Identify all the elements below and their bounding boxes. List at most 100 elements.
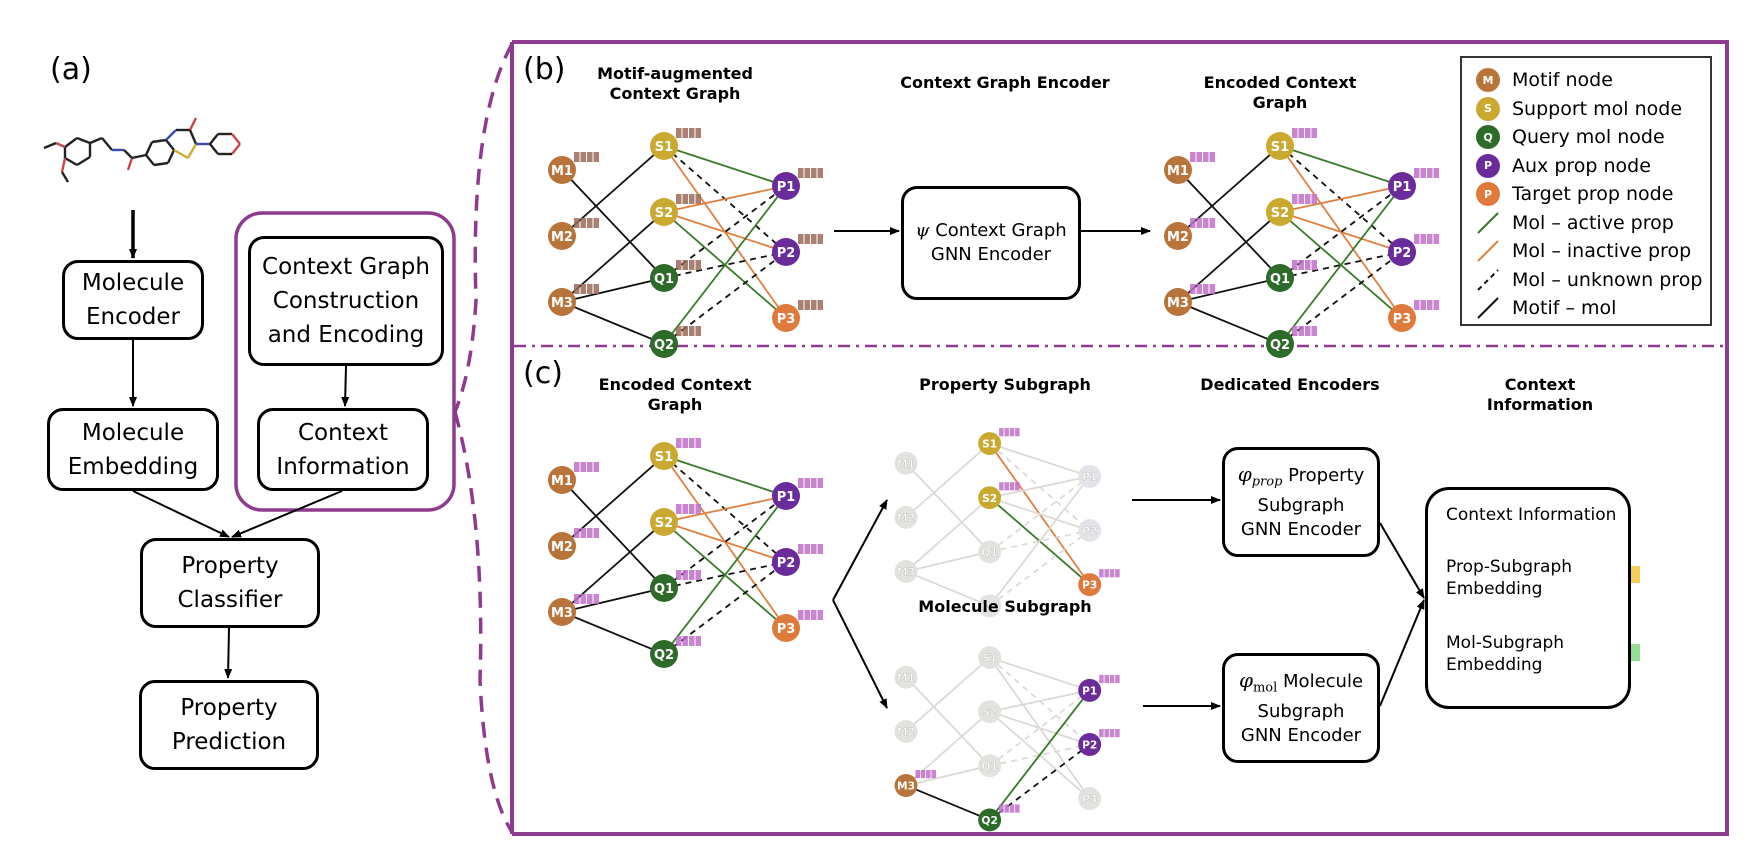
node-P1[interactable] [1078,464,1102,488]
embedding-cell [804,544,810,554]
embedding-cell [931,770,936,779]
node-M1[interactable] [894,451,918,475]
node-P2[interactable] [1388,238,1416,266]
legend-label: Support mol node [1512,97,1683,120]
molecule-embedding-box: Molecule Embedding [47,408,219,491]
node-S1[interactable] [978,432,1002,456]
node-M2[interactable] [548,532,576,560]
node-M3[interactable] [894,560,918,583]
node-M2[interactable] [548,222,576,250]
node-Q1[interactable] [978,754,1002,778]
node-S1[interactable] [1266,132,1294,160]
node-P1[interactable] [772,172,800,200]
legend-dot: P [1476,182,1500,206]
node-M2[interactable] [894,505,918,529]
embedding-cell [682,636,688,646]
embedding-cell [1115,674,1120,684]
node-M1[interactable] [1164,156,1192,184]
node-label-M1: M1 [897,457,915,470]
embedding-cell [689,636,695,646]
node-M1[interactable] [894,665,918,689]
legend-label: Aux prop node [1512,154,1651,177]
embedding-cell [695,194,701,204]
embedding-cell [587,462,593,472]
bond [123,149,133,159]
node-M3[interactable] [894,774,918,797]
embedding-cell [804,300,810,310]
node-Q1[interactable] [650,264,678,292]
node-S2[interactable] [978,486,1002,510]
embedding-cell [695,326,701,336]
node-label-M3: M3 [1167,296,1189,311]
node-S1[interactable] [650,132,678,160]
embedding-cell [999,482,1004,491]
node-M2[interactable] [894,719,918,743]
node-P2[interactable] [772,238,800,266]
node-P3[interactable] [772,614,800,642]
edge-S2-P2 [663,521,787,563]
node-P1[interactable] [772,482,800,510]
node-P3[interactable] [772,304,800,332]
node-Q2[interactable] [650,640,678,668]
node-Q1[interactable] [1266,264,1294,292]
edge-Q1-P2 [1279,251,1403,279]
node-Q1[interactable] [978,540,1002,564]
embedding-cell [926,770,931,779]
edge-S1-P1 [1279,145,1403,187]
node-M1[interactable] [548,466,576,494]
bond [231,143,241,155]
edge-Q1-P1 [989,689,1091,767]
embedding-cell [695,128,701,138]
embedding-cell [798,544,804,554]
node-S1[interactable] [978,646,1002,670]
node-S2[interactable] [650,198,678,226]
embedding-cell [580,462,586,472]
embedding-cell [798,234,804,244]
node-M3[interactable] [548,288,576,316]
embedding-cell [1109,569,1115,578]
embedding-cell [689,128,695,138]
bond [188,117,198,131]
node-S2[interactable] [1266,198,1294,226]
node-Q1[interactable] [650,574,678,602]
node-P3[interactable] [1078,787,1102,811]
legend-label: Motif node [1512,69,1613,91]
phi-prop-symbol: φ [1237,461,1252,486]
node-Q2[interactable] [1266,330,1294,358]
node-Q2[interactable] [978,808,1002,832]
node-P1[interactable] [1388,172,1416,200]
node-P2[interactable] [772,548,800,576]
property-prediction-box: Property Prediction [139,680,319,770]
node-P3[interactable] [1078,573,1102,597]
embedding-cell [1203,218,1209,228]
bond [145,154,155,166]
embedding-cell [804,234,810,244]
node-label-Q1: Q1 [981,760,997,773]
node-P2[interactable] [1078,733,1102,756]
node-Q2[interactable] [650,330,678,358]
node-S2[interactable] [650,508,678,536]
node-S1[interactable] [650,442,678,470]
node-M3[interactable] [548,598,576,626]
bond [186,143,198,159]
property-subgraph-encoder-label: Property Subgraph GNN Encoder [1240,464,1365,541]
node-P2[interactable] [1078,519,1102,542]
node-label-M1: M1 [897,671,915,684]
embedding-cell [817,610,823,620]
node-label-S2: S2 [655,516,673,531]
node-M1[interactable] [548,156,576,184]
node-M3[interactable] [1164,288,1192,316]
node-label-P2: P2 [777,246,796,261]
node-P1[interactable] [1078,678,1102,702]
node-Q2[interactable] [978,594,1002,618]
node-S2[interactable] [978,700,1002,724]
node-P3[interactable] [1388,304,1416,332]
embedding-cell [798,300,804,310]
node-M2[interactable] [1164,222,1192,250]
